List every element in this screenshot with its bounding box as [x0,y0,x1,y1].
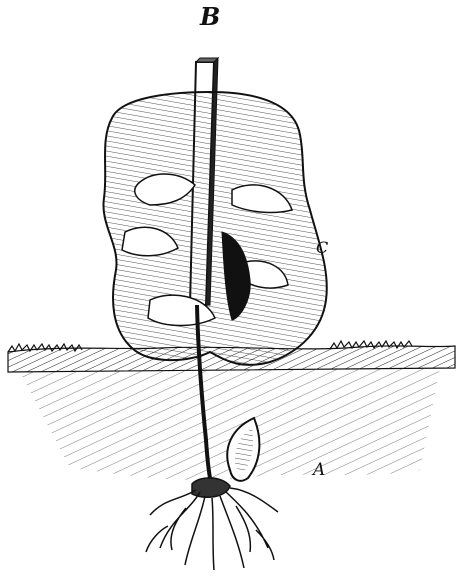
roots [146,488,278,570]
label-c: C [316,238,328,257]
wrapped-covering [103,92,326,365]
stake-top [196,58,218,62]
label-b: B [200,2,220,31]
label-a: A [313,460,325,480]
